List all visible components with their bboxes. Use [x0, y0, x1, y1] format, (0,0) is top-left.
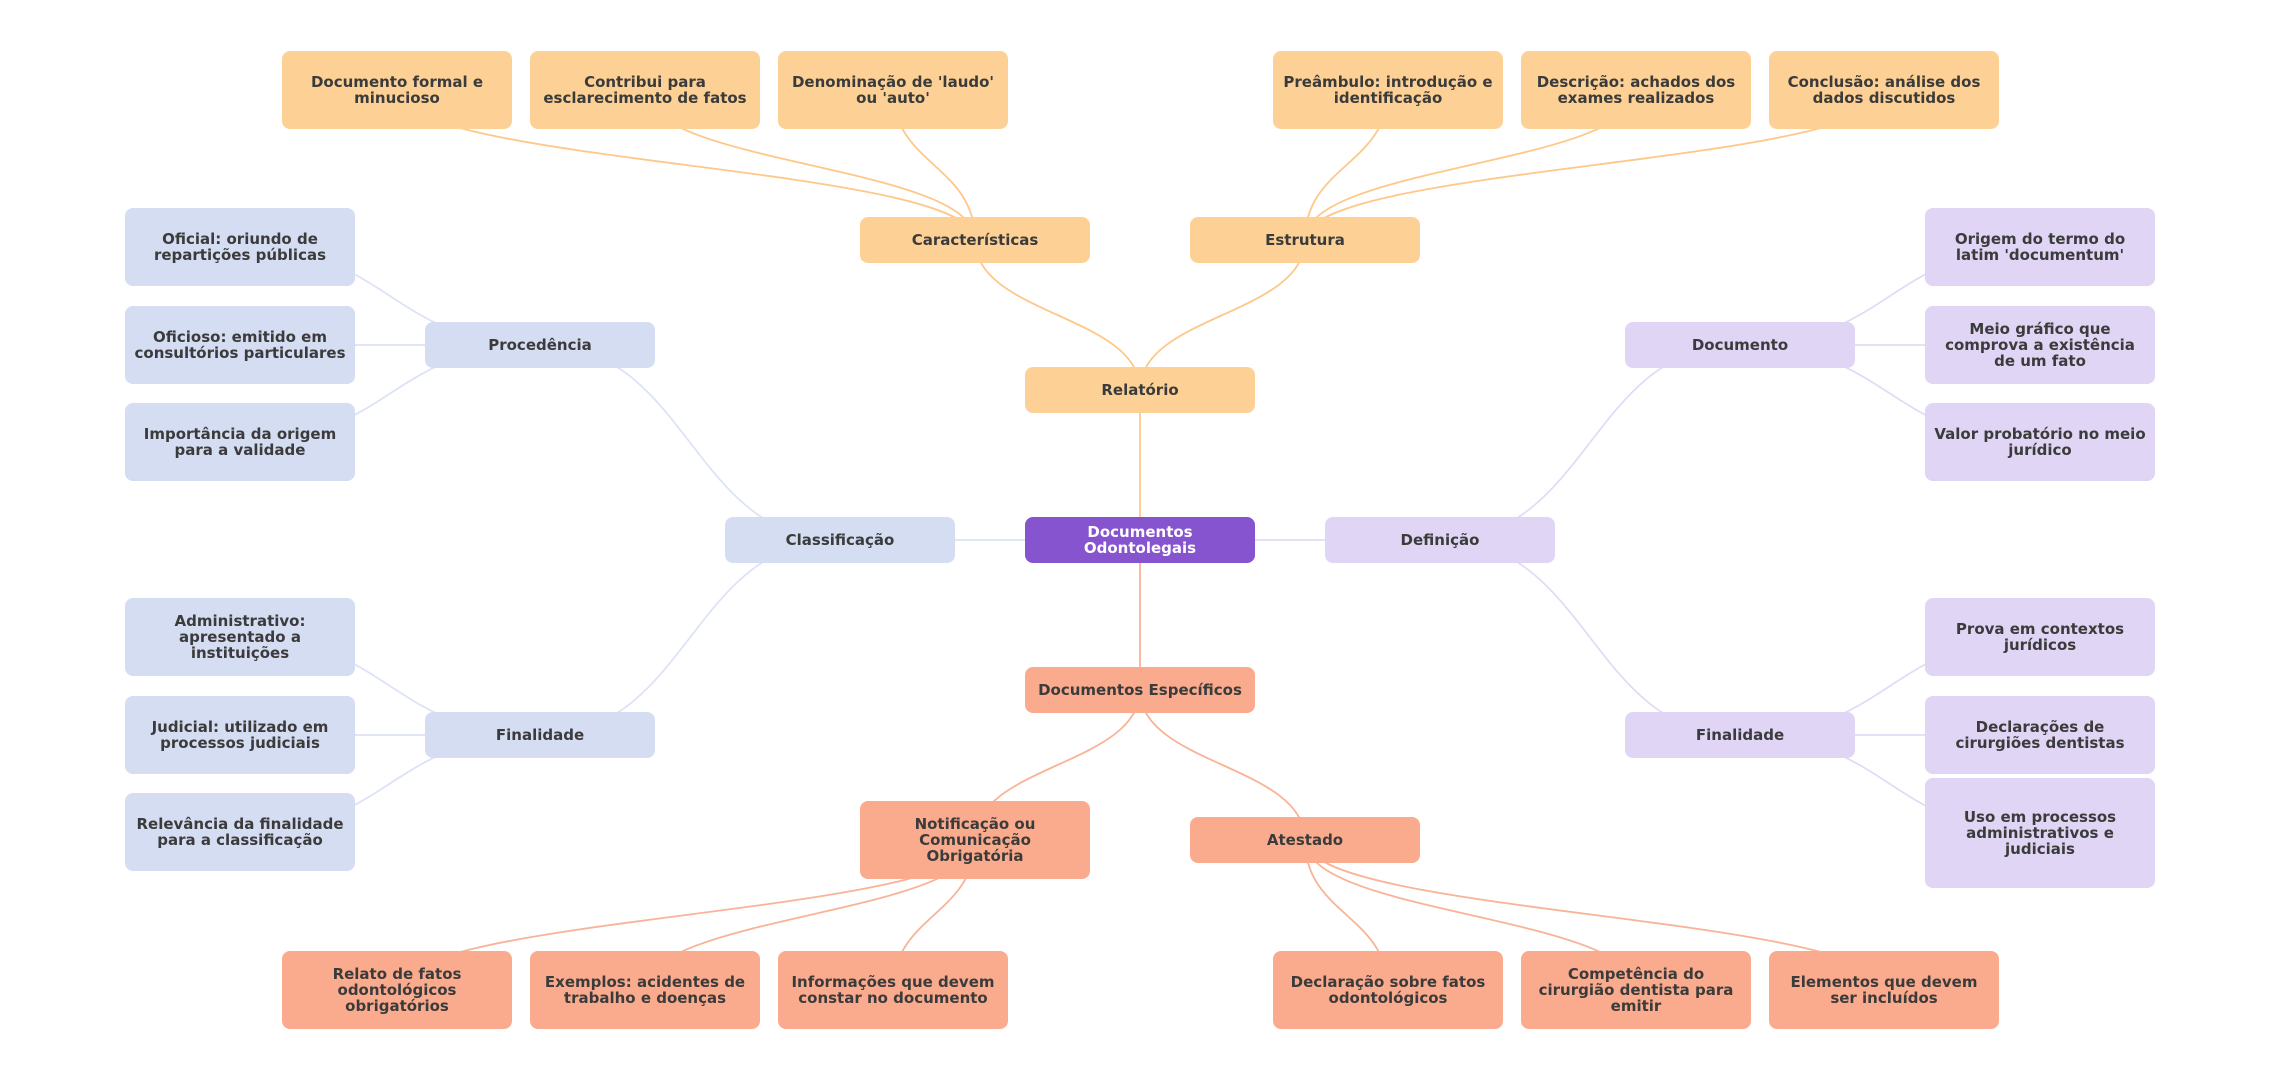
leaf-relato-fatos[interactable]: Relato de fatos odontológicos obrigatóri…: [282, 951, 512, 1029]
leaf-origem-termo[interactable]: Origem do termo do latim 'documentum': [1925, 208, 2155, 286]
node-procedencia[interactable]: Procedência: [425, 322, 655, 368]
leaf-informacoes-documento[interactable]: Informações que devem constar no documen…: [778, 951, 1008, 1029]
connector-line: [1439, 539, 1741, 736]
node-relatorio[interactable]: Relatório: [1025, 367, 1255, 413]
connector-line: [539, 344, 841, 541]
node-caracteristicas[interactable]: Características: [860, 217, 1090, 263]
node-finalidade-classificacao[interactable]: Finalidade: [425, 712, 655, 758]
leaf-denominacao-laudo[interactable]: Denominação de 'laudo' ou 'auto': [778, 51, 1008, 129]
connector-line: [1439, 344, 1741, 541]
leaf-valor-probatorio[interactable]: Valor probatório no meio jurídico: [1925, 403, 2155, 481]
leaf-contribui-esclarecimento[interactable]: Contribui para esclarecimento de fatos: [530, 51, 760, 129]
leaf-importancia-origem[interactable]: Importância da origem para a validade: [125, 403, 355, 481]
leaf-competencia-cirurgiao[interactable]: Competência do cirurgião dentista para e…: [1521, 951, 1751, 1029]
node-documentos-especificos[interactable]: Documentos Específicos: [1025, 667, 1255, 713]
leaf-documento-formal[interactable]: Documento formal e minucioso: [282, 51, 512, 129]
leaf-declaracoes-cirurgioes[interactable]: Declarações de cirurgiões dentistas: [1925, 696, 2155, 774]
leaf-elementos-incluidos[interactable]: Elementos que devem ser incluídos: [1769, 951, 1999, 1029]
leaf-declaracao-fatos[interactable]: Declaração sobre fatos odontológicos: [1273, 951, 1503, 1029]
node-notificacao[interactable]: Notificação ou Comunicação Obrigatória: [860, 801, 1090, 879]
leaf-relevancia-finalidade[interactable]: Relevância da finalidade para a classifi…: [125, 793, 355, 871]
node-atestado[interactable]: Atestado: [1190, 817, 1420, 863]
leaf-prova-contextos[interactable]: Prova em contextos jurídicos: [1925, 598, 2155, 676]
leaf-oficial[interactable]: Oficial: oriundo de repartições públicas: [125, 208, 355, 286]
leaf-judicial[interactable]: Judicial: utilizado em processos judicia…: [125, 696, 355, 774]
leaf-meio-grafico[interactable]: Meio gráfico que comprova a existência d…: [1925, 306, 2155, 384]
node-documento[interactable]: Documento: [1625, 322, 1855, 368]
node-classificacao[interactable]: Classificação: [725, 517, 955, 563]
leaf-uso-processos[interactable]: Uso em processos administrativos e judic…: [1925, 778, 2155, 888]
leaf-descricao[interactable]: Descrição: achados dos exames realizados: [1521, 51, 1751, 129]
leaf-preambulo[interactable]: Preâmbulo: introdução e identificação: [1273, 51, 1503, 129]
leaf-oficioso[interactable]: Oficioso: emitido em consultórios partic…: [125, 306, 355, 384]
leaf-administrativo[interactable]: Administrativo: apresentado a instituiçõ…: [125, 598, 355, 676]
node-finalidade-definicao[interactable]: Finalidade: [1625, 712, 1855, 758]
root-node[interactable]: Documentos Odontolegais: [1025, 517, 1255, 563]
node-definicao[interactable]: Definição: [1325, 517, 1555, 563]
node-estrutura[interactable]: Estrutura: [1190, 217, 1420, 263]
leaf-conclusao[interactable]: Conclusão: análise dos dados discutidos: [1769, 51, 1999, 129]
connector-line: [539, 539, 841, 736]
leaf-exemplos-acidentes[interactable]: Exemplos: acidentes de trabalho e doença…: [530, 951, 760, 1029]
